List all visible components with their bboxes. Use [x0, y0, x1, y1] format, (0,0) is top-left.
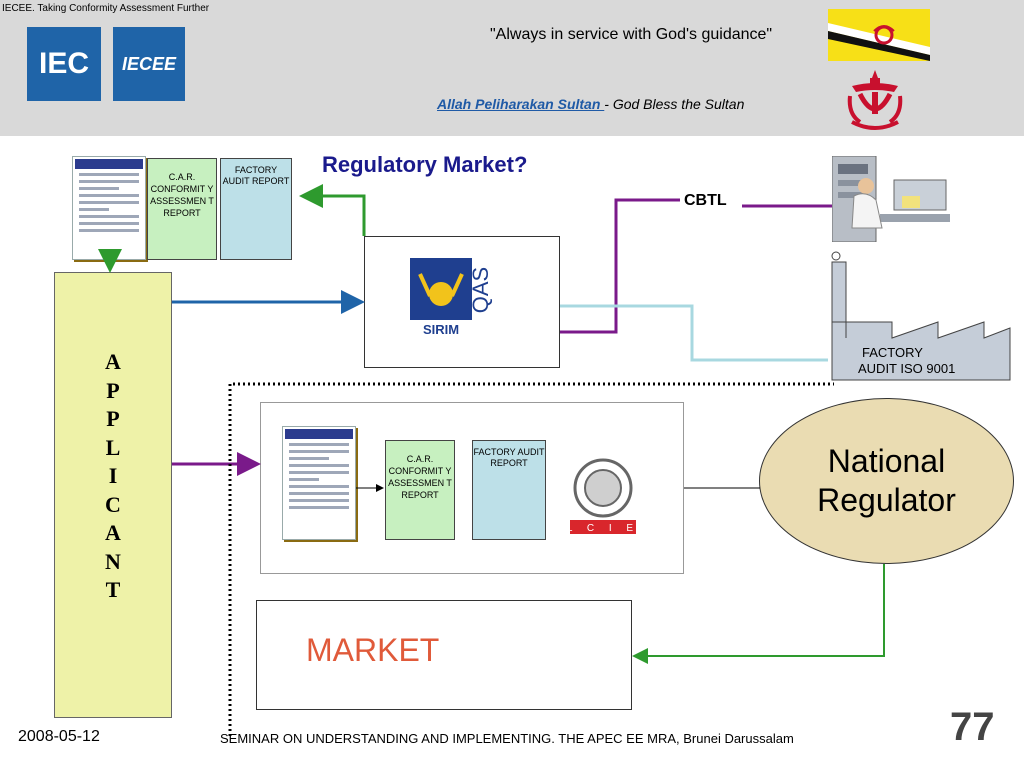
- arrow-sirim-to-reports: [299, 184, 366, 236]
- top-factory-audit-report-box: FACTORY AUDIT REPORT: [220, 158, 292, 260]
- motto-text: "Always in service with God's guidance": [490, 26, 773, 43]
- bless-the-sultan-text: Allah Peliharakan Sultan - God Bless the…: [437, 96, 744, 112]
- mid-factory-audit-report-box: FACTORY AUDIT REPORT: [472, 440, 546, 540]
- mid-car-report-box: C.A.R. CONFORMIT Y ASSESSMEN T REPORT: [385, 440, 455, 540]
- footer-date: 2008-05-12: [18, 728, 100, 745]
- test-report-document: [72, 156, 146, 260]
- certificate-document: [282, 426, 356, 540]
- iecee-logo: IECEE: [113, 27, 185, 101]
- market-label: MARKET: [306, 632, 440, 668]
- bless-english: - God Bless the Sultan: [604, 96, 745, 112]
- brunei-flag-icon: [828, 9, 930, 61]
- iec-logo: IEC: [27, 27, 101, 101]
- applicant-column: [54, 272, 172, 718]
- page-number: 77: [950, 705, 995, 749]
- cbtl-label: CBTL: [684, 192, 727, 209]
- bless-malay: Allah Peliharakan Sultan: [437, 96, 605, 112]
- lcie-logo-icon: L C I E: [570, 458, 636, 534]
- svg-text:L C I E: L C I E: [570, 523, 636, 534]
- regulatory-market-heading: Regulatory Market?: [322, 152, 528, 177]
- footer-seminar: SEMINAR ON UNDERSTANDING AND IMPLEMENTIN…: [220, 731, 794, 746]
- svg-text:QAS: QAS: [468, 267, 493, 313]
- market-box: [256, 600, 632, 710]
- line-sirim-to-cbtl: [560, 198, 680, 334]
- header-tagline: IECEE. Taking Conformity Assessment Furt…: [2, 3, 210, 14]
- top-car-report-box: C.A.R. CONFORMIT Y ASSESSMEN T REPORT: [147, 158, 217, 260]
- brunei-crest-icon: [847, 70, 903, 130]
- factory-icon: [831, 251, 1011, 381]
- arrow-regulator-to-market: [632, 564, 885, 664]
- dotted-bracket: [228, 382, 834, 736]
- svg-text:SIRIM: SIRIM: [423, 322, 459, 337]
- sirim-qas-logo: SIRIM QAS: [410, 258, 493, 337]
- factory-audit-label: FACTORY AUDIT ISO 9001: [858, 345, 956, 376]
- line-sirim-to-factory: [560, 304, 828, 362]
- lab-technician-icon: [832, 156, 950, 242]
